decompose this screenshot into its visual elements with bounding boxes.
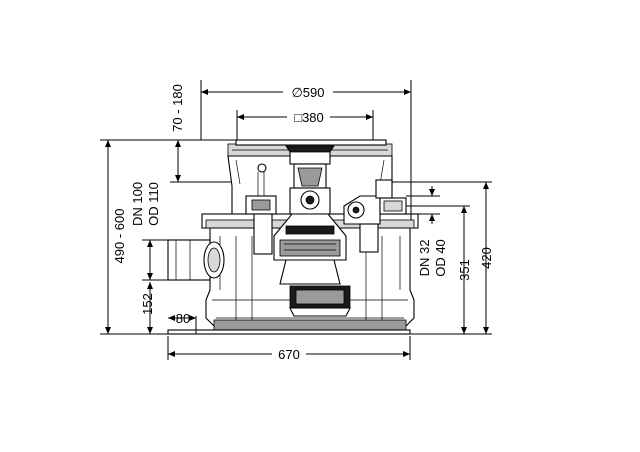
- dim-inlet-offset: 80: [176, 311, 190, 326]
- dimension-lines: [100, 80, 492, 360]
- dim-body-height: 420: [479, 247, 494, 269]
- dim-outlet-height: 351: [457, 259, 472, 281]
- dim-base-width: 670: [278, 347, 300, 362]
- dim-square-380: □380: [294, 110, 324, 125]
- dim-total-height: 490 - 600: [112, 209, 127, 264]
- dim-inlet-height: 152: [140, 293, 155, 315]
- dim-inlet-dn: DN 100: [130, 182, 145, 226]
- lifting-station-body: [167, 139, 419, 335]
- dim-outlet-od: OD 40: [433, 239, 448, 277]
- dim-diameter-590: ∅590: [291, 85, 324, 100]
- dim-inlet-od: OD 110: [146, 182, 161, 226]
- dim-frame-height: 70 - 180: [170, 84, 185, 132]
- dim-outlet-dn: DN 32: [417, 240, 432, 277]
